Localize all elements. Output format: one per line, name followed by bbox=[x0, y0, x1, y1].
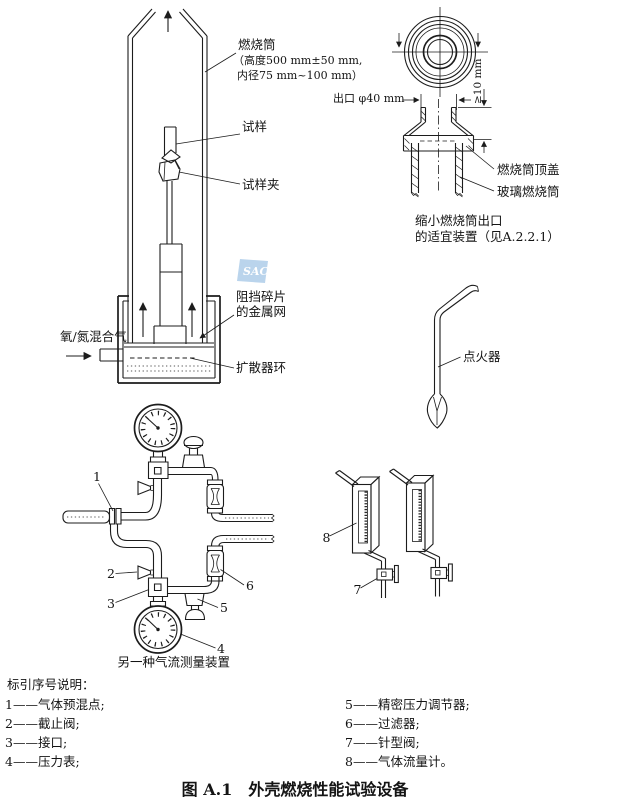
gas-inlet-pipe bbox=[99, 348, 123, 362]
callout-8: 8 bbox=[323, 530, 331, 545]
legend-item-7: 7——针型阀; bbox=[345, 735, 420, 750]
legend-item-3: 3——接口; bbox=[5, 735, 67, 750]
diffuser-label: 扩散器环 bbox=[236, 360, 286, 375]
flow-meters-drawing: 8 7 bbox=[323, 468, 453, 598]
legend-item-6: 6——过滤器; bbox=[345, 716, 420, 731]
legend-item-2: 2——截止阀; bbox=[5, 716, 80, 731]
flow-device-caption: 另一种气流测量装置 bbox=[118, 655, 231, 670]
igniter-drawing: 点火器 bbox=[426, 284, 501, 429]
flow-meter-left bbox=[335, 470, 399, 598]
outlet-device-drawing: 出口 φ40 mm ≥10 mm 燃烧筒顶盖 玻璃燃烧筒 缩小燃烧筒出口 的适宜… bbox=[333, 7, 560, 244]
flow-meter-right bbox=[389, 468, 453, 597]
callout-2: 2 bbox=[107, 566, 115, 581]
flame-shape bbox=[426, 393, 448, 429]
outlet-caption-line1: 缩小燃烧筒出口 bbox=[415, 213, 503, 228]
legend-title: 标引序号说明： bbox=[7, 677, 95, 692]
legend-item-5: 5——精密压力调节器; bbox=[345, 697, 470, 712]
outlet-dim-label: 出口 φ40 mm bbox=[333, 91, 405, 105]
legend: 标引序号说明： 1——气体预混点; 2——截止阀; 3——接口; 4——压力表;… bbox=[5, 677, 470, 769]
sac-watermark-text: SAC bbox=[243, 265, 268, 278]
mesh-label-line2: 的金属网 bbox=[236, 304, 286, 319]
combustion-cylinder-drawing: 燃烧筒 （高度500 mm±50 mm, 内径75 mm~100 mm） 试样 … bbox=[60, 8, 363, 384]
legend-item-4: 4——压力表; bbox=[5, 754, 80, 769]
callout-4: 4 bbox=[217, 641, 225, 656]
height-dim-label: ≥10 mm bbox=[472, 59, 484, 104]
glass-label: 玻璃燃烧筒 bbox=[497, 184, 560, 199]
callout-1: 1 bbox=[93, 469, 101, 484]
flow-device-drawing: 1 2 3 4 5 6 另一种气流测量装置 bbox=[62, 403, 275, 670]
mesh-label-line1: 阻挡碎片 bbox=[236, 289, 286, 304]
legend-item-1: 1——气体预混点; bbox=[5, 697, 105, 712]
legend-item-8: 8——气体流量计。 bbox=[345, 754, 453, 769]
cylinder-label-line3: 内径75 mm~100 mm） bbox=[237, 68, 363, 82]
callout-5: 5 bbox=[220, 600, 228, 615]
cylinder-label-line2: （高度500 mm±50 mm, bbox=[233, 53, 362, 67]
igniter-label: 点火器 bbox=[463, 349, 501, 364]
callout-7: 7 bbox=[354, 582, 362, 597]
gas-label: 氧/氮混合气 bbox=[60, 329, 127, 344]
cylinder-label-line1: 燃烧筒 bbox=[238, 37, 276, 52]
specimen-label: 试样 bbox=[242, 119, 267, 134]
outlet-caption-line2: 的适宜装置（见A.2.2.1） bbox=[415, 229, 560, 244]
figure-caption: 图 A.1 外壳燃烧性能试验设备 bbox=[182, 780, 410, 799]
callout-6: 6 bbox=[246, 578, 254, 593]
callout-3: 3 bbox=[107, 596, 115, 611]
clamp-label: 试样夹 bbox=[242, 177, 280, 192]
sac-watermark: SAC bbox=[237, 259, 268, 283]
cover-label: 燃烧筒顶盖 bbox=[497, 162, 560, 177]
